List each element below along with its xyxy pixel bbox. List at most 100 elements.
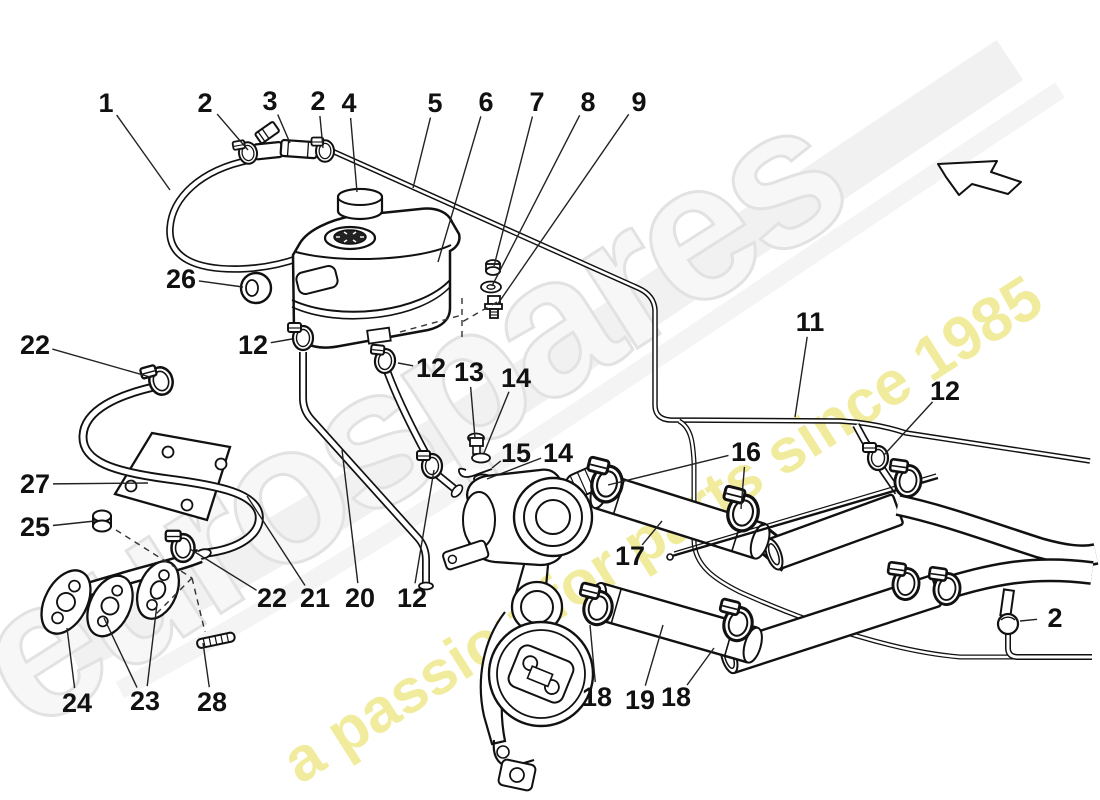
callout-2: 2 [1019, 603, 1063, 633]
callout-11: 11 [794, 307, 824, 418]
leader-line [686, 647, 715, 686]
tank-handle-slot [295, 264, 339, 296]
leader-line [412, 117, 432, 189]
part-number-label: 23 [130, 686, 160, 716]
level-valve-small-parts [480, 259, 503, 319]
part-number-label: 14 [501, 363, 531, 393]
part-number-label: 6 [478, 87, 493, 117]
callout-12: 12 [397, 353, 446, 383]
callout-17: 17 [615, 520, 663, 571]
hose-d-right [895, 494, 1099, 567]
part-number-label: 7 [529, 87, 544, 117]
hex-nut-25 [92, 509, 112, 533]
vent-pipe-run [330, 148, 1091, 464]
leader-line [641, 520, 663, 546]
fitting-2-right [996, 588, 1092, 660]
part-number-label: 14 [543, 438, 573, 468]
leader-line [486, 457, 542, 480]
leader-line [216, 113, 249, 151]
leader-line [483, 391, 510, 454]
leader-line [1019, 618, 1038, 622]
flange-24 [40, 569, 92, 635]
callout-24: 24 [62, 627, 92, 718]
leader-line [146, 603, 158, 687]
tank-outlet-hose-left [299, 352, 434, 591]
part-number-label: 22 [20, 330, 50, 360]
dipstick-rod [666, 473, 939, 561]
part-number-label: 8 [580, 87, 595, 117]
tank-cap-4 [336, 187, 384, 221]
callout-22: 22 [189, 548, 287, 613]
leader-line [277, 114, 291, 144]
part-number-label: 12 [930, 376, 960, 406]
callout-4: 4 [341, 88, 358, 193]
part-number-label: 9 [631, 87, 646, 117]
leader-line [491, 460, 502, 469]
assembly-dashed-lines-left [115, 529, 206, 633]
callout-18: 18 [582, 624, 612, 712]
leader-line [644, 624, 664, 686]
part-number-label: 1 [98, 88, 113, 118]
part-number-label: 28 [197, 687, 227, 717]
leader-line [319, 115, 324, 149]
part-number-label: 16 [731, 437, 761, 467]
callout-18: 18 [661, 647, 715, 712]
callout-25: 25 [20, 512, 96, 542]
callout-28: 28 [197, 642, 227, 717]
callout-16: 16 [607, 437, 761, 510]
upper-right-pipe [764, 493, 904, 571]
leader-line [116, 114, 171, 191]
part-number-label: 13 [454, 357, 484, 387]
callout-2: 2 [197, 88, 249, 151]
assembly-dashed-lines-tank [399, 298, 498, 340]
drain-pipe-branch [677, 418, 1016, 660]
leader-line [246, 495, 306, 586]
callout-27: 27 [20, 469, 149, 499]
leader-line [740, 466, 746, 510]
leader-line [493, 116, 534, 267]
leader-line [103, 617, 138, 688]
leader-line [883, 401, 934, 456]
leader-line [794, 336, 808, 418]
leader-line [496, 113, 630, 306]
water-pump [442, 465, 606, 792]
part-number-label: 20 [345, 583, 375, 613]
t-piece-fitting [252, 121, 319, 161]
leader-line [52, 348, 151, 378]
leader-line [414, 469, 435, 584]
callout-21: 21 [246, 495, 330, 613]
leader-line [52, 520, 96, 527]
stud-28 [196, 631, 236, 649]
leader-line [202, 642, 210, 688]
leader-line [349, 117, 358, 193]
leader-line [397, 362, 414, 367]
leader-line [437, 116, 482, 263]
callout-3: 3 [262, 86, 291, 144]
callout-12: 12 [883, 376, 960, 456]
callout-8: 8 [491, 87, 596, 287]
leader-line [66, 627, 76, 689]
leader-line [189, 548, 257, 591]
callout-5: 5 [412, 88, 443, 189]
part-number-label: 3 [262, 86, 277, 116]
grommet-26 [239, 271, 273, 305]
direction-arrow-icon [937, 160, 1022, 196]
leader-line [469, 386, 476, 439]
callout-9: 9 [496, 87, 647, 306]
part-number-label: 12 [238, 330, 268, 360]
part-number-label: 2 [1047, 603, 1062, 633]
hose-e-right [936, 558, 1094, 602]
part-number-label: 4 [341, 88, 356, 118]
callout-15: 15 [491, 438, 531, 469]
part-number-label: 17 [615, 541, 645, 571]
callout-14: 14 [483, 363, 531, 454]
part-number-label: 12 [397, 583, 427, 613]
callout-22: 22 [20, 330, 151, 378]
part-number-label: 2 [310, 86, 325, 116]
part-number-label: 24 [62, 688, 92, 718]
part-number-label: 18 [661, 682, 691, 712]
callout-1: 1 [98, 88, 171, 191]
part-number-label: 21 [300, 583, 330, 613]
watermark-swoosh [59, 39, 1024, 672]
